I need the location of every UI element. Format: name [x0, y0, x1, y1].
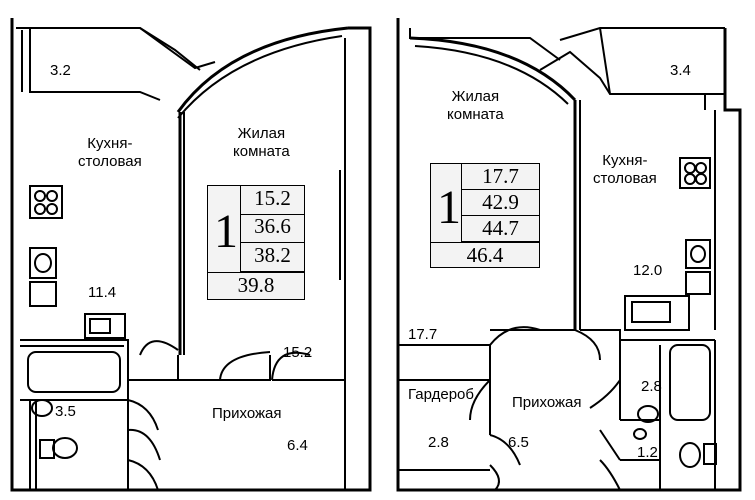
plan-1-walls	[10, 18, 372, 492]
plan1-balcony-area: 3.2	[50, 62, 71, 79]
plan2-living-name: Жилая комната	[447, 88, 504, 124]
plan2-living-name-text: Жилая комната	[447, 88, 504, 123]
plan2-area-living: 17.7	[462, 164, 539, 190]
plan1-living-name-text: Жилая комната	[233, 125, 290, 160]
plan1-area-living: 15.2	[241, 186, 304, 215]
plan2-hallway-name: Прихожая	[512, 394, 582, 411]
plan2-wardrobe-area: 2.8	[428, 434, 449, 451]
plan-2-walls	[396, 18, 742, 492]
plan2-area-living-total: 42.9	[462, 190, 539, 216]
plan2-area-table: 1 17.7 42.9 44.7 46.4	[430, 163, 540, 268]
plan1-living-area: 15.2	[283, 344, 313, 361]
plan2-area-total-balcony: 46.4	[431, 242, 539, 268]
plan1-table-divider	[240, 186, 241, 272]
plan2-hallway-area: 6.5	[508, 434, 529, 451]
plan1-kitchen-name-text: Кухня- столовая	[78, 135, 142, 170]
plan1-area-table: 1 15.2 36.6 38.2 39.8	[207, 185, 305, 300]
plan2-rooms-count: 1	[437, 181, 461, 234]
plan2-table-divider	[461, 164, 462, 242]
plan1-area-living-total: 36.6	[241, 214, 304, 243]
plan1-area-total-balcony: 39.8	[208, 272, 304, 300]
plan2-balcony-area: 3.4	[670, 62, 691, 79]
plan1-rooms-count: 1	[214, 205, 238, 258]
plan2-area-total: 44.7	[462, 216, 539, 242]
plan2-kitchen-name-text: Кухня- столовая	[593, 152, 657, 187]
plan2-bathroom-area: 2.8	[641, 378, 662, 395]
plan1-hallway-area: 6.4	[287, 437, 308, 454]
plan2-kitchen-name: Кухня- столовая	[593, 152, 657, 188]
plan1-bathroom-area: 3.5	[55, 403, 76, 420]
plan1-kitchen-area: 11.4	[88, 284, 117, 301]
plan1-hallway-name: Прихожая	[212, 405, 282, 422]
plan2-living-area: 17.7	[408, 326, 438, 343]
plan2-wc-area: 1.2	[637, 444, 658, 461]
plan1-area-total: 38.2	[241, 243, 304, 272]
plan2-wardrobe-name: Гардероб.	[408, 386, 479, 403]
plan1-living-name: Жилая комната	[233, 125, 290, 161]
plan2-kitchen-area: 12.0	[633, 262, 663, 279]
plan1-kitchen-name: Кухня- столовая	[78, 135, 142, 171]
